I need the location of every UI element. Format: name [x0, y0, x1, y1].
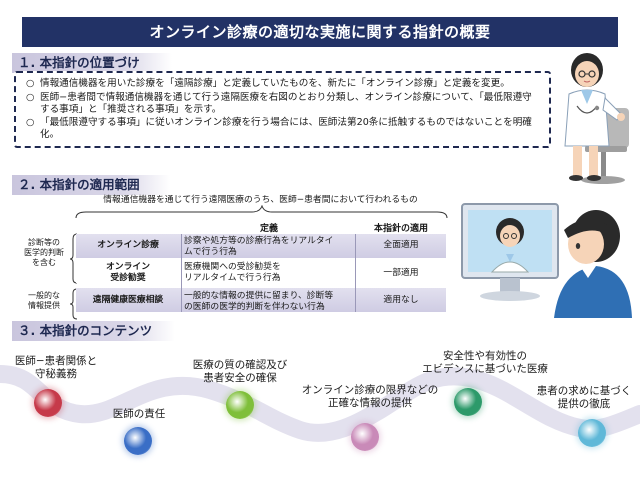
section1-heading: １. 本指針の位置づけ — [12, 53, 172, 73]
content-dot — [34, 389, 62, 417]
section1-item: ○医師−患者間で情報通信機器を通じて行う遠隔医療を右図のとおり分類し、オンライン… — [26, 91, 532, 115]
row-application: 適用なし — [383, 295, 419, 305]
bullet: ○ — [26, 91, 35, 103]
column-divider — [355, 234, 356, 312]
side-brace — [70, 233, 78, 320]
header-definition: 定義 — [259, 224, 278, 234]
row-name: オンライン診療 — [97, 240, 159, 250]
doctor-illustration — [564, 53, 629, 184]
row-definition: 一般的な情報の提供に留まり、診断等の医師の医学的判断を伴わない行為 — [184, 291, 334, 312]
section3-heading: ３. 本指針のコンテンツ — [12, 321, 175, 341]
content-dot — [578, 419, 606, 447]
row-online-medicine — [76, 234, 446, 258]
row-application: 一部適用 — [383, 268, 419, 278]
content-label: 安全性や有効性のエビデンスに基づいた医療 — [422, 350, 548, 375]
section1-item: ○「最低限遵守する事項」に従いオンライン診療を行う場合には、医師法第20条に抵触… — [26, 117, 532, 140]
scope-brace — [75, 205, 448, 219]
page-title: オンライン診療の適切な実施に関する指針の概要 — [22, 17, 618, 47]
online-consultation-illustration — [461, 203, 632, 318]
row-definition: 診察や処方等の診療行為をリアルタイムで行う行為 — [184, 236, 334, 257]
row-online-recommendation — [76, 259, 446, 283]
contents-wave — [0, 365, 640, 442]
section1-box: ○情報通信機器を用いた診療を「遠隔診療」と定義していたものを、新たに「オンライン… — [14, 71, 551, 148]
side-label-judgment: 診断等の 医学的判断 を含む — [24, 238, 64, 267]
scope-caption: 情報通信機器を通じて行う遠隔医療のうち、医師−患者間において行われるもの — [103, 195, 418, 205]
row-remote-consultation — [76, 288, 446, 312]
content-label: 医師−患者関係と守秘義務 — [14, 355, 98, 380]
content-label: オンライン診療の限界などの正確な情報の提供 — [301, 384, 439, 409]
header-application: 本指針の適用 — [373, 224, 428, 234]
content-label: 患者の求めに基づく提供の徹底 — [536, 385, 632, 410]
content-label: 医師の責任 — [112, 408, 166, 420]
bullet: ○ — [26, 117, 35, 128]
row-name: オンライン受診勧奨 — [106, 262, 150, 283]
content-dot — [226, 391, 254, 419]
section2-heading: ２. 本指針の適用範囲 — [12, 175, 170, 195]
content-dot — [351, 423, 379, 451]
column-divider — [181, 234, 182, 312]
row-name: 遠隔健康医療相談 — [92, 295, 164, 305]
content-dot — [454, 388, 482, 416]
row-definition: 医療機関への受診勧奨をリアルタイムで行う行為 — [184, 262, 281, 283]
section1-item: ○情報通信機器を用いた診療を「遠隔診療」と定義していたものを、新たに「オンライン… — [26, 78, 510, 89]
side-label-info: 一般的な 情報提供 — [28, 291, 60, 310]
content-dot — [124, 427, 152, 455]
row-application: 全面適用 — [383, 240, 419, 250]
bullet: ○ — [26, 78, 35, 89]
content-label: 医療の質の確認及び患者安全の確保 — [192, 359, 288, 384]
